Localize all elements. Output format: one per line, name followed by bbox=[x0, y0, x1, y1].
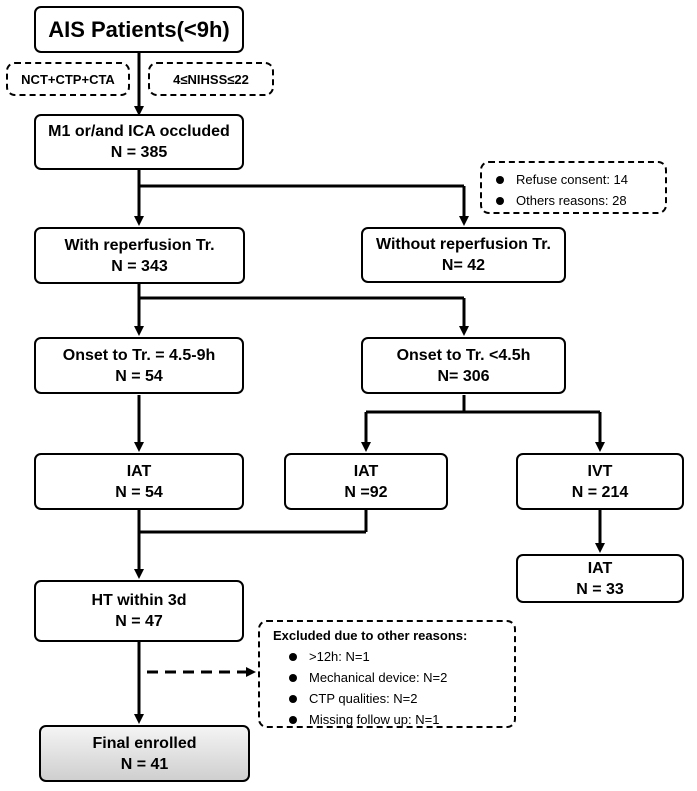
consent-exclusion-list: Refuse consent: 14 Others reasons: 28 bbox=[496, 169, 665, 211]
iat-late-count: N = 54 bbox=[115, 483, 163, 501]
iat-early-title: IAT bbox=[353, 462, 379, 480]
nihss-criteria-label: 4≤NIHSS≤22 bbox=[173, 71, 249, 87]
ht-box: HT within 3d N = 47 bbox=[34, 580, 244, 642]
ivt-box: IVT N = 214 bbox=[516, 453, 684, 510]
imaging-criteria-box: NCT+CTP+CTA bbox=[6, 62, 130, 96]
nihss-criteria-box: 4≤NIHSS≤22 bbox=[148, 62, 274, 96]
bullet-icon bbox=[289, 673, 297, 682]
bullet-icon bbox=[496, 196, 504, 205]
onset-early-title: Onset to Tr. <4.5h bbox=[396, 346, 531, 364]
with-reperfusion-count: N = 343 bbox=[111, 257, 168, 275]
ht-title: HT within 3d bbox=[91, 592, 187, 609]
list-item: >12h: N=1 bbox=[289, 646, 514, 667]
list-item: Mechanical device: N=2 bbox=[289, 667, 514, 688]
ais-patients-title: AIS Patients(<9h) bbox=[48, 17, 230, 42]
onset-late-count: N = 54 bbox=[115, 367, 163, 385]
iat-early-box: IAT N =92 bbox=[284, 453, 448, 510]
onset-late-box: Onset to Tr. = 4.5-9h N = 54 bbox=[34, 337, 244, 394]
bullet-icon bbox=[289, 652, 297, 661]
without-reperfusion-title: Without reperfusion Tr. bbox=[376, 236, 551, 253]
ht-count: N = 47 bbox=[115, 613, 163, 630]
list-item: Others reasons: 28 bbox=[496, 190, 665, 211]
onset-early-count: N= 306 bbox=[437, 367, 490, 385]
imaging-criteria-label: NCT+CTP+CTA bbox=[21, 71, 115, 87]
ivt-iat-box: IAT N = 33 bbox=[516, 554, 684, 603]
excluded-list: >12h: N=1 Mechanical device: N=2 CTP qua… bbox=[273, 646, 514, 730]
bullet-icon bbox=[289, 715, 297, 724]
final-enrolled-count: N = 41 bbox=[120, 755, 169, 773]
iat-early-count: N =92 bbox=[344, 483, 388, 501]
excluded-title: Excluded due to other reasons: bbox=[273, 628, 468, 643]
ivt-iat-title: IAT bbox=[587, 559, 613, 577]
bullet-icon bbox=[496, 175, 504, 184]
list-item: CTP qualities: N=2 bbox=[289, 688, 514, 709]
list-item: Refuse consent: 14 bbox=[496, 169, 665, 190]
without-reperfusion-count: N= 42 bbox=[441, 257, 486, 274]
onset-late-title: Onset to Tr. = 4.5-9h bbox=[62, 346, 216, 364]
with-reperfusion-box: With reperfusion Tr. N = 343 bbox=[34, 227, 245, 284]
iat-late-box: IAT N = 54 bbox=[34, 453, 244, 510]
ivt-iat-count: N = 33 bbox=[576, 580, 624, 598]
occluded-title: M1 or/and ICA occluded bbox=[48, 123, 230, 140]
with-reperfusion-title: With reperfusion Tr. bbox=[64, 236, 215, 254]
occluded-count: N = 385 bbox=[110, 144, 168, 161]
excluded-box: Excluded due to other reasons: >12h: N=1… bbox=[258, 620, 516, 728]
final-enrolled-title: Final enrolled bbox=[92, 734, 197, 752]
bullet-icon bbox=[289, 694, 297, 703]
iat-late-title: IAT bbox=[126, 462, 152, 480]
ivt-count: N = 214 bbox=[571, 483, 629, 501]
onset-early-box: Onset to Tr. <4.5h N= 306 bbox=[361, 337, 566, 394]
occluded-box: M1 or/and ICA occluded N = 385 bbox=[34, 114, 244, 170]
final-enrolled-box: Final enrolled N = 41 bbox=[39, 725, 250, 782]
list-item: Missing follow up: N=1 bbox=[289, 709, 514, 730]
ais-patients-box: AIS Patients(<9h) bbox=[34, 6, 244, 53]
consent-exclusion-box: Refuse consent: 14 Others reasons: 28 bbox=[480, 161, 667, 214]
ivt-title: IVT bbox=[587, 462, 613, 480]
without-reperfusion-box: Without reperfusion Tr. N= 42 bbox=[361, 227, 566, 283]
